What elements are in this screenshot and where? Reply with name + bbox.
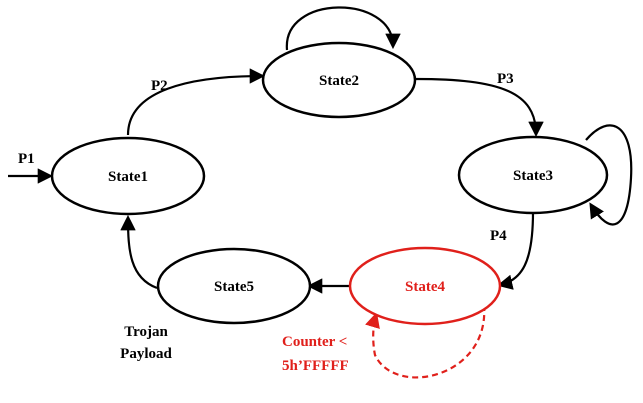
- edge-state2-self-loop: [285, 6, 401, 51]
- state3-node: State3: [457, 135, 609, 215]
- state4-label: State4: [405, 279, 445, 295]
- counter-condition-line1: Counter <: [282, 334, 347, 350]
- label-p4: P4: [490, 228, 507, 244]
- trojan-payload-line1: Trojan: [124, 324, 168, 340]
- edge-state4-counter-loop: [365, 304, 486, 379]
- state2-node: State2: [261, 41, 417, 119]
- state1-label: State1: [108, 169, 148, 185]
- state2-label: State2: [319, 73, 359, 89]
- state1-node: State1: [50, 136, 206, 216]
- label-p2: P2: [151, 78, 168, 94]
- state4-node: State4: [348, 246, 502, 326]
- label-p1: P1: [18, 151, 35, 167]
- label-p3: P3: [497, 71, 514, 87]
- edge-state5-to-state1: [120, 214, 158, 290]
- edge-state3-self-loop: [585, 124, 633, 226]
- state5-node: State5: [156, 247, 312, 325]
- state5-label: State5: [214, 279, 254, 295]
- edge-p2-state1-to-state2: [126, 68, 266, 136]
- counter-condition-line2: 5h’FFFFF: [282, 358, 349, 374]
- edge-p3-state2-to-state3: [415, 77, 544, 138]
- trojan-payload-line2: Payload: [120, 346, 172, 362]
- state3-label: State3: [513, 168, 553, 184]
- edge-p4-state3-to-state4: [496, 211, 535, 290]
